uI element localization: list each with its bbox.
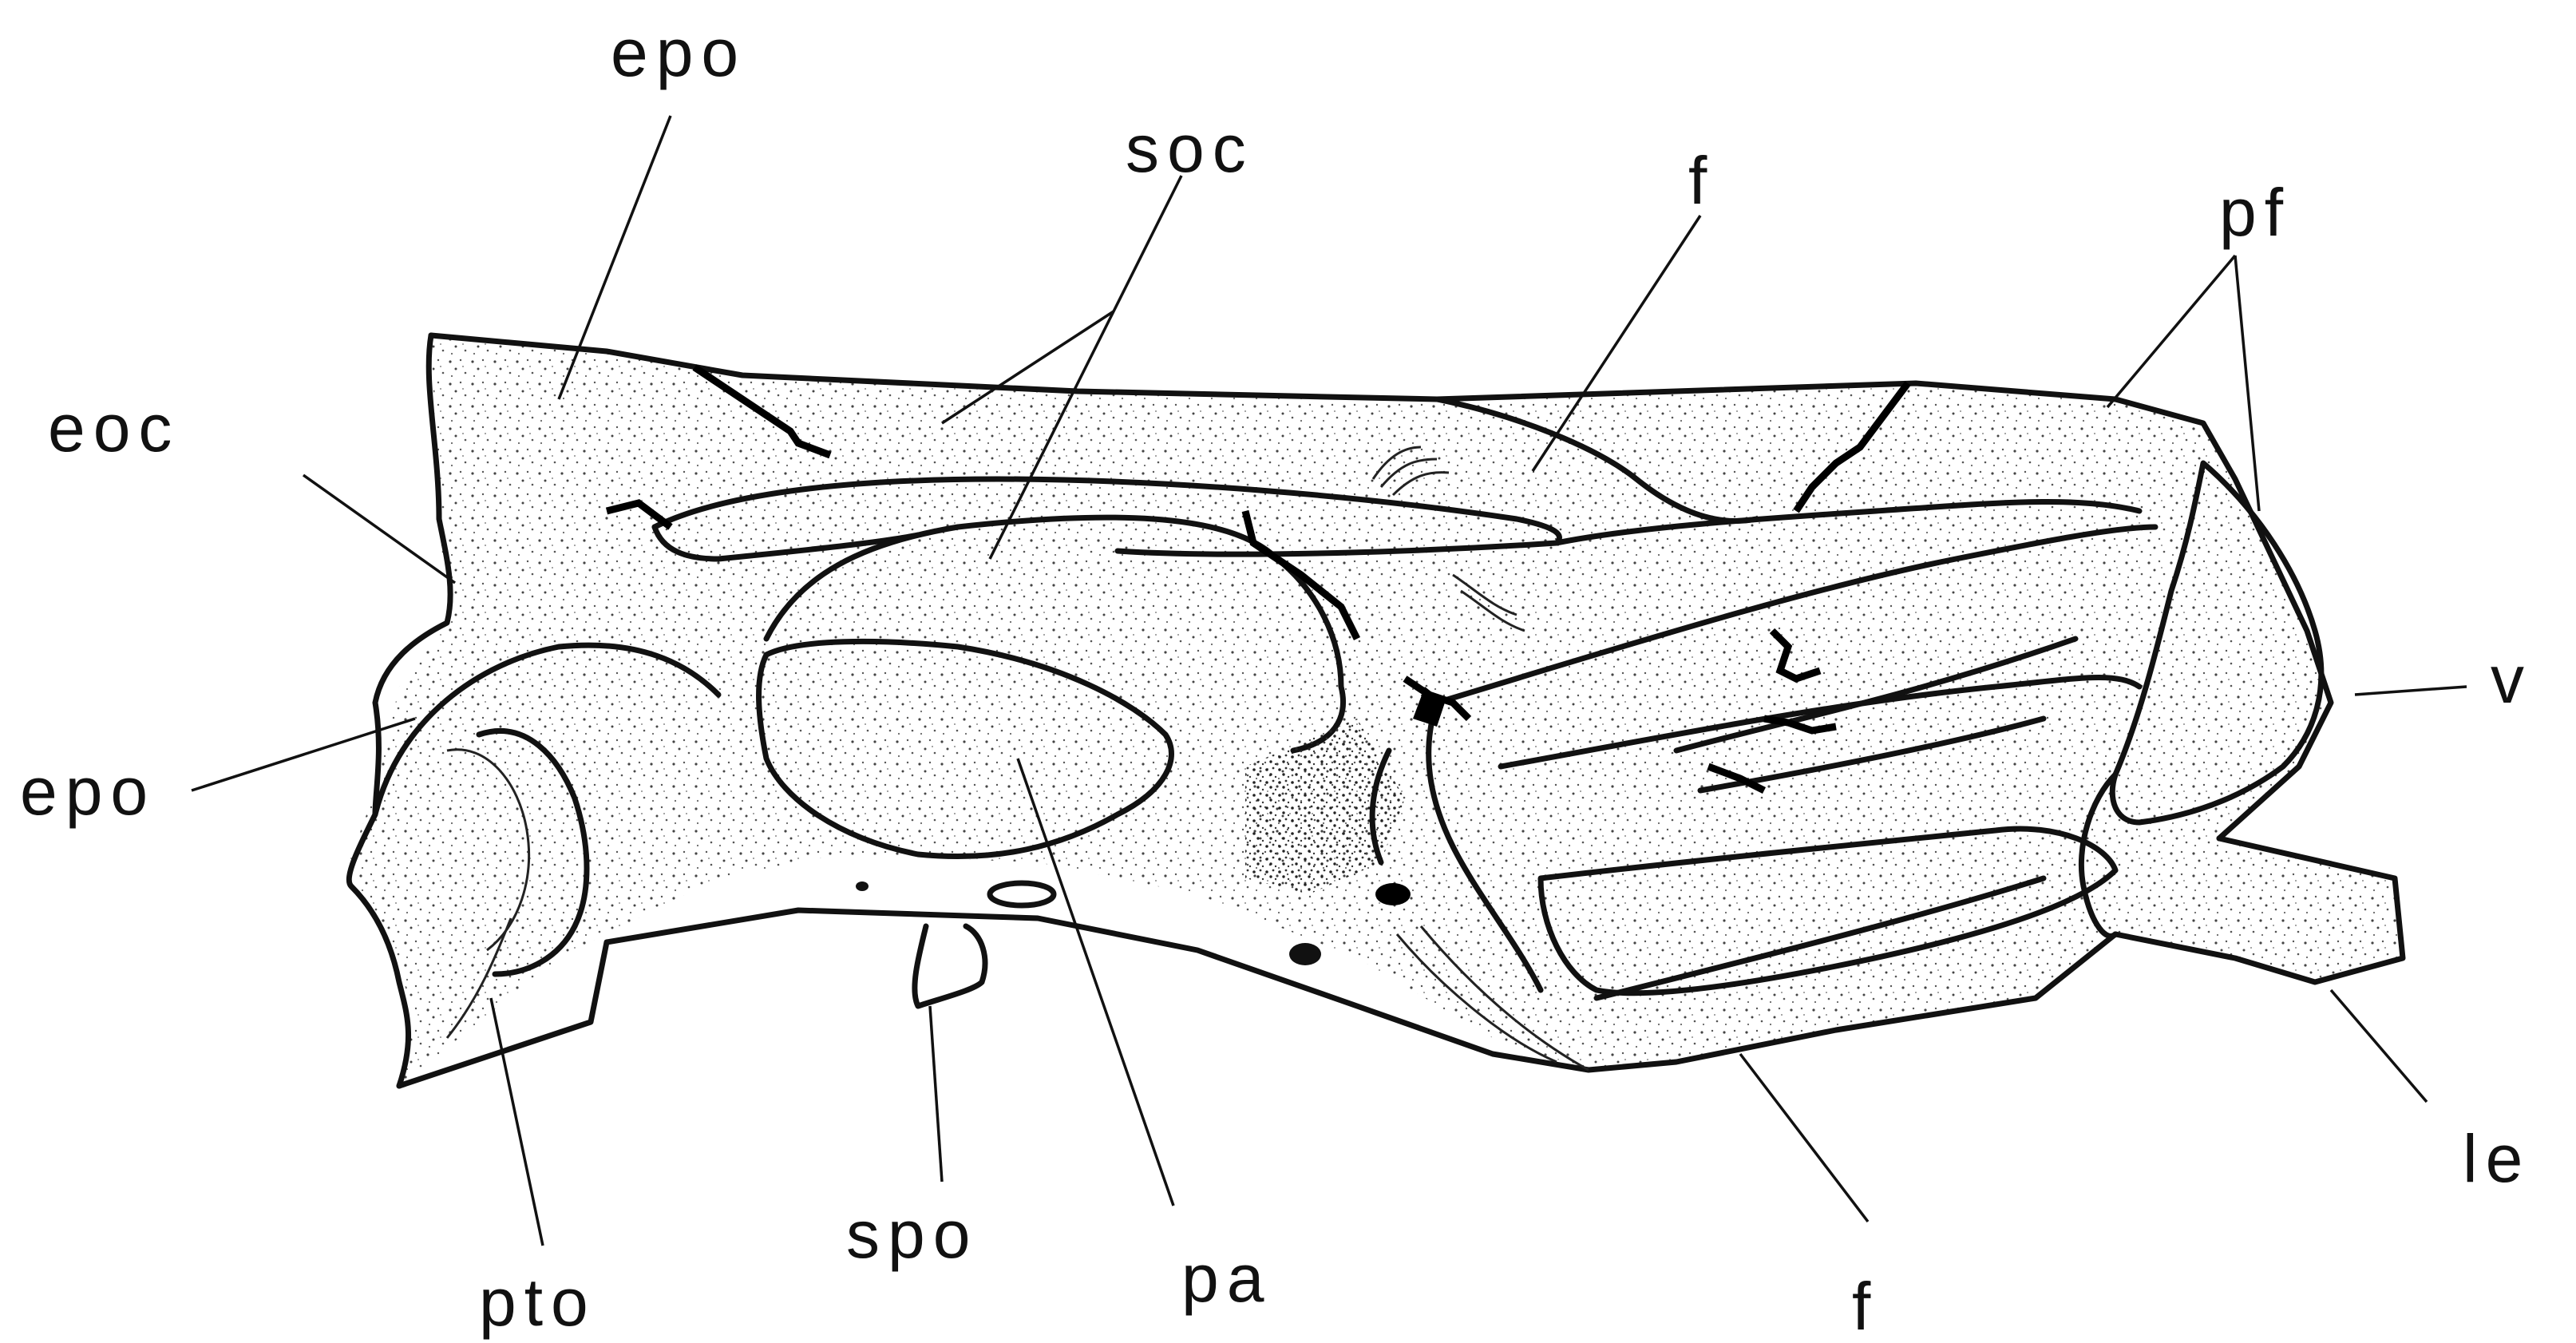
- label-soc: soc: [1126, 111, 1254, 186]
- leader-eoc: [303, 475, 455, 583]
- leader-pf-2: [2235, 256, 2259, 511]
- label-pa: pa: [1181, 1241, 1272, 1316]
- leader-v: [2355, 687, 2467, 695]
- label-f-top: f: [1688, 143, 1715, 218]
- leader-spo: [930, 1006, 942, 1182]
- leader-pf-1: [2107, 256, 2235, 407]
- label-le: le: [2463, 1121, 2530, 1196]
- leader-pto: [491, 998, 543, 1246]
- label-pf: pf: [2219, 175, 2291, 250]
- leader-f-bottom: [1740, 1054, 1868, 1222]
- label-v: v: [2491, 642, 2532, 717]
- label-f-bottom: f: [1852, 1269, 1878, 1343]
- label-pto: pto: [479, 1265, 596, 1340]
- skull-outline: [343, 335, 2403, 1086]
- label-epo-left: epo: [20, 754, 156, 829]
- label-eoc: eoc: [48, 390, 180, 465]
- label-spo: spo: [846, 1197, 978, 1272]
- label-epo-top: epo: [611, 15, 746, 90]
- leader-le: [2331, 990, 2427, 1102]
